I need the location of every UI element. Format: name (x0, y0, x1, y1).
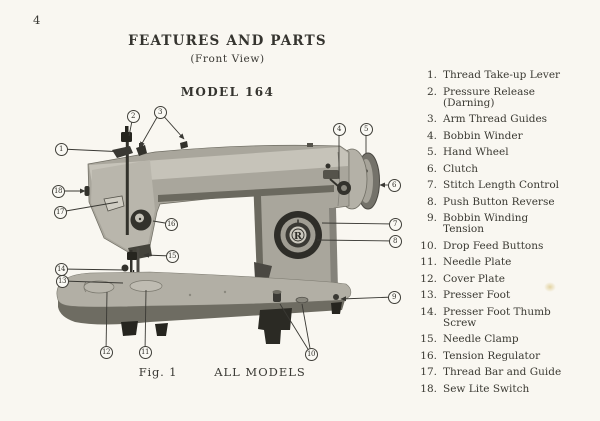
bobbin-winder-bracket (323, 170, 339, 179)
callout-10: 10 (304, 347, 318, 361)
parts-list-item: 1.Thread Take-up Lever (426, 69, 561, 81)
bobbin-winding-tension-stud (333, 294, 339, 300)
page-title: FEATURES AND PARTS (128, 33, 327, 49)
callout-4: 4 (332, 122, 346, 136)
callout-6: 6 (387, 178, 401, 192)
parts-list-item: 7.Stitch Length Control (426, 179, 559, 191)
presser-bar (136, 248, 140, 274)
bed-front-edge (58, 300, 345, 325)
thread-bar (125, 138, 129, 235)
parts-list: 1.Thread Take-up Lever 2.Pressure Releas… (412, 70, 580, 400)
presser-foot-thumb-screw (121, 264, 129, 272)
callout-11: 11 (138, 345, 152, 359)
machine-base-foot (258, 308, 292, 344)
figure-caption: Fig. 1 (138, 365, 178, 379)
sew-lite-switch (84, 186, 90, 196)
callout-14: 14 (54, 262, 68, 276)
parts-list-item: 15.Needle Clamp (420, 333, 519, 345)
parts-list-item: 11.Needle Plate (420, 256, 512, 268)
parts-list-item: 18.Sew Lite Switch (420, 382, 530, 395)
callout-1: 1 (54, 142, 68, 156)
parts-list-item: 8.Push Button Reverse (426, 195, 555, 208)
callout-3: 3 (153, 105, 167, 119)
page-subtitle: (Front View) (190, 53, 265, 65)
figure-note: ALL MODELS (214, 365, 306, 379)
callout-9: 9 (387, 290, 401, 304)
callout-5: 5 (359, 122, 373, 136)
drop-feed-button-left (273, 292, 281, 302)
parts-list-item: 3.Arm Thread Guides (426, 113, 548, 125)
arm-thread-guide-left (136, 145, 147, 156)
reverse-dial-letter: R (294, 231, 302, 242)
drop-feed-button-right (295, 296, 309, 304)
callout-leader-lines (58, 111, 396, 355)
callout-15: 15 (165, 249, 179, 263)
callout-7: 7 (388, 217, 402, 231)
callout-16: 16 (164, 217, 178, 231)
callout-2: 2 (126, 109, 140, 123)
callout-12: 12 (99, 345, 113, 359)
page-stain (544, 282, 556, 292)
parts-list-item: 14.Presser Foot Thumb Screw (420, 305, 551, 329)
parts-list-item: 16.Tension Regulator (420, 349, 541, 362)
parts-list-item: 13.Presser Foot (420, 289, 511, 301)
needle-clamp (127, 252, 137, 260)
model-heading: MODEL 164 (180, 85, 275, 99)
stitch-length-dial: R (274, 211, 322, 259)
callout-17: 17 (53, 205, 67, 219)
parts-list-item: 2.Pressure Release (Darning) (426, 85, 535, 109)
parts-list-item: 4.Bobbin Winder (426, 129, 523, 142)
callout-8: 8 (388, 234, 402, 248)
parts-list-item: 10.Drop Feed Buttons (420, 239, 544, 252)
pressure-release-knob (121, 132, 132, 142)
parts-list-item: 12.Cover Plate (420, 272, 505, 285)
page-number: 4 (33, 13, 41, 27)
callout-18: 18 (51, 184, 65, 198)
parts-list-item: 6.Clutch (426, 162, 479, 175)
thread-guide-bracket (103, 195, 125, 212)
parts-list-item: 9.Bobbin Winding Tension (426, 212, 529, 235)
machine-illustration: R (56, 126, 380, 344)
parts-list-item: 17.Thread Bar and Guide (420, 366, 562, 378)
arm-thread-guide-right (180, 141, 188, 149)
needle-plate (129, 280, 163, 292)
parts-list-item: 5.Hand Wheel (426, 146, 509, 158)
needle-bar (130, 250, 133, 282)
callout-13: 13 (55, 274, 69, 288)
